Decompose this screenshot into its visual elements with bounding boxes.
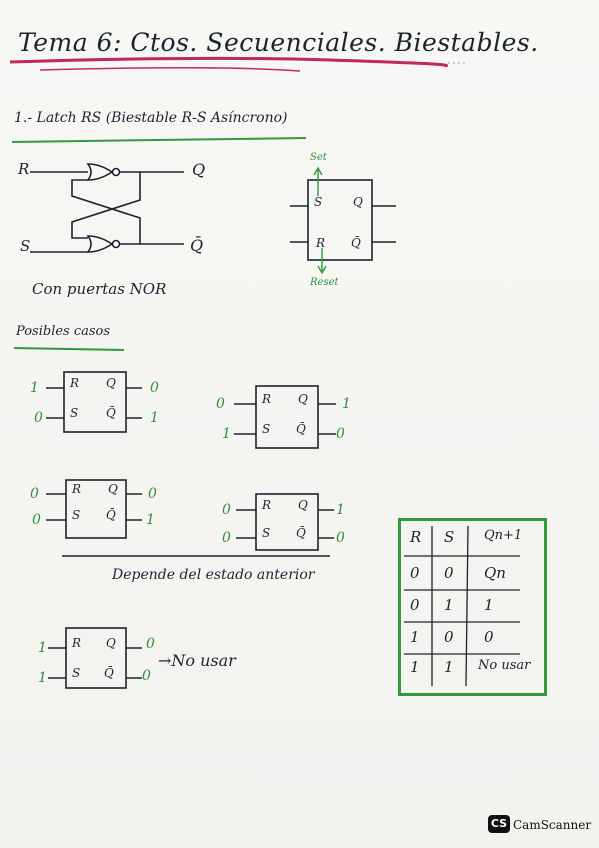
truth-table-cell-2-2: 0 — [484, 628, 494, 646]
page-title: Tema 6: Ctos. Secuenciales. Biestables. — [18, 28, 539, 57]
nor-gate-bottom — [86, 235, 114, 253]
case-5-q-value: 0 — [146, 636, 155, 652]
truth-table-cell-3-2: No usar — [478, 658, 531, 673]
truth-table — [398, 518, 547, 696]
set-arrow — [313, 166, 323, 196]
block-pin-s: S — [314, 195, 323, 209]
camscanner-logo: CS — [488, 815, 510, 833]
case-block-4 — [255, 493, 319, 551]
latch-input-s: S — [20, 237, 31, 255]
latch-input-r: R — [18, 160, 30, 178]
case-3-s-value: 0 — [32, 512, 41, 528]
case-5-pin-q: Q — [106, 636, 116, 650]
case-4-pin-r: R — [262, 498, 272, 512]
case-1-qbar-value: 1 — [150, 410, 159, 426]
case-2-r-value: 0 — [216, 396, 225, 412]
camscanner-brand: CamScanner — [513, 818, 592, 832]
truth-table-cell-3-0: 1 — [410, 658, 420, 676]
case-5-qbar-value: 0 — [142, 668, 151, 684]
case-3-pin-r: R — [72, 482, 82, 496]
latch-circuit — [30, 163, 184, 253]
case-4-qbar-value: 0 — [336, 530, 345, 546]
case-1-pin-qbar: Q̄ — [106, 406, 116, 420]
truth-table-lines — [404, 525, 520, 687]
case-4-pin-s: S — [262, 526, 271, 540]
case-block-1 — [63, 371, 127, 433]
truth-table-cell-1-1: 1 — [444, 596, 454, 614]
case-3-pin-q: Q — [108, 482, 118, 496]
case-5-r-value: 1 — [38, 640, 47, 656]
case-block-2 — [255, 385, 319, 449]
truth-table-cell-0-2: Qn — [484, 564, 506, 582]
truth-table-header-2: Qn+1 — [484, 528, 523, 543]
title-underline-pink2 — [39, 66, 301, 72]
no-usar-note: →No usar — [158, 651, 236, 670]
case-2-pin-s: S — [262, 422, 271, 436]
reset-arrow — [317, 248, 327, 275]
truth-table-cell-1-0: 0 — [410, 596, 420, 614]
case-2-pin-q: Q — [298, 392, 308, 406]
case-2-s-value: 1 — [222, 426, 231, 442]
truth-table-cell-0-1: 0 — [444, 564, 454, 582]
case-4-s-value: 0 — [222, 530, 231, 546]
case-3-pin-qbar: Q̄ — [106, 508, 116, 522]
case-5-s-value: 1 — [38, 670, 47, 686]
case-1-pin-r: R — [70, 376, 80, 390]
case-3-qbar-value: 1 — [146, 512, 155, 528]
case-1-pin-s: S — [70, 406, 79, 420]
block-pin-q: Q — [353, 195, 363, 209]
case-blocks — [46, 371, 336, 689]
rs-block — [290, 179, 396, 261]
case-1-s-value: 0 — [34, 410, 43, 426]
section2-underline — [13, 347, 125, 351]
case-2-pin-r: R — [262, 392, 272, 406]
section1-underline — [11, 137, 307, 143]
case-2-qbar-value: 0 — [336, 426, 345, 442]
latch-output-qbar: Q̄ — [190, 236, 204, 255]
truth-table-cell-0-0: 0 — [410, 564, 420, 582]
case-4-pin-q: Q — [298, 498, 308, 512]
truth-table-cell-1-2: 1 — [484, 596, 494, 614]
case-1-r-value: 1 — [30, 380, 39, 396]
truth-table-header-0: R — [410, 528, 422, 546]
case-5-pin-r: R — [72, 636, 82, 650]
block-pin-r: R — [316, 236, 326, 250]
case-5-pin-qbar: Q̄ — [104, 666, 114, 680]
case-5-pin-s: S — [72, 666, 81, 680]
case-1-q-value: 0 — [150, 380, 159, 396]
truth-table-cell-3-1: 1 — [444, 658, 454, 676]
case-1-pin-q: Q — [106, 376, 116, 390]
case-block-3 — [65, 479, 127, 539]
case-3-pin-s: S — [72, 508, 81, 522]
case-3-r-value: 0 — [30, 486, 39, 502]
truth-table-cell-2-1: 0 — [444, 628, 454, 646]
title-underline-pink — [9, 56, 448, 68]
section1-heading: 1.- Latch RS (Biestable R-S Asíncrono) — [14, 110, 288, 126]
nor-gate-top — [86, 163, 114, 181]
truth-table-header-1: S — [444, 528, 455, 546]
block-pin-qbar: Q̄ — [351, 236, 361, 250]
truth-table-cell-2-0: 1 — [410, 628, 420, 646]
case-4-r-value: 0 — [222, 502, 231, 518]
case-3-q-value: 0 — [148, 486, 157, 502]
section2-heading: Posibles casos — [16, 324, 111, 339]
latch-output-q: Q — [192, 160, 206, 179]
case-2-q-value: 1 — [342, 396, 351, 412]
case-4-pin-qbar: Q̄ — [296, 526, 306, 540]
circuit-caption: Con puertas NOR — [32, 280, 167, 298]
case-2-pin-qbar: Q̄ — [296, 422, 306, 436]
case-4-q-value: 1 — [336, 502, 345, 518]
depends-note: Depende del estado anterior — [112, 567, 315, 583]
case-block-5 — [65, 627, 127, 689]
set-label: Set — [310, 152, 327, 163]
reset-label: Reset — [310, 277, 339, 288]
